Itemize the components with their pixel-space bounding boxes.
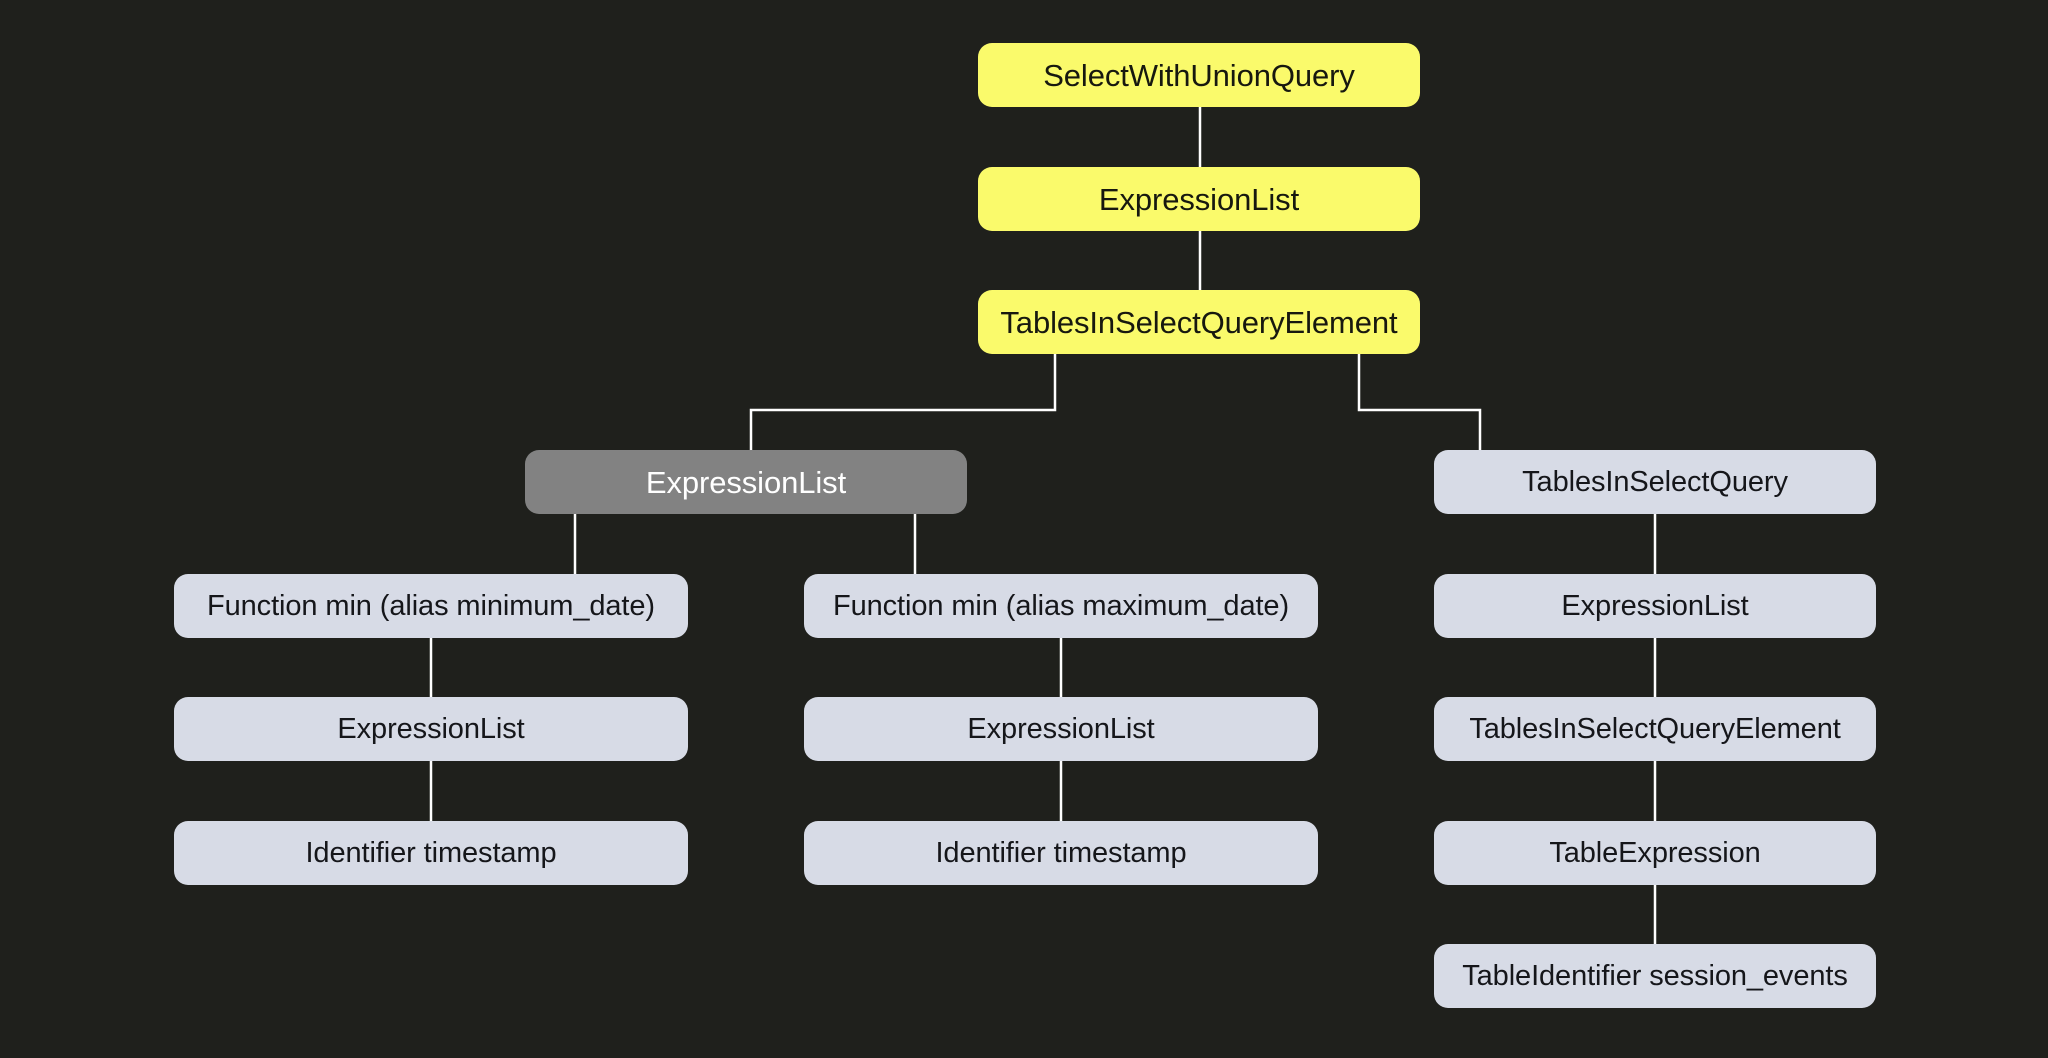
tree-node-n12[interactable]: Identifier timestamp [804, 821, 1318, 885]
tree-node-label: TablesInSelectQueryElement [1469, 712, 1841, 745]
tree-node-label: Function min (alias maximum_date) [832, 589, 1290, 622]
tree-node-n8[interactable]: ExpressionList [174, 697, 688, 761]
tree-node-n11[interactable]: Identifier timestamp [174, 821, 688, 885]
tree-node-label: SelectWithUnionQuery [1043, 57, 1355, 93]
tree-node-n13[interactable]: TableExpression [1434, 821, 1876, 885]
tree-node-label: TablesInSelectQueryElement [1000, 304, 1398, 340]
tree-node-label: TableIdentifier session_events [1462, 959, 1848, 992]
tree-node-label: ExpressionList [645, 464, 847, 500]
tree-node-n1[interactable]: ExpressionList [978, 167, 1420, 231]
tree-node-label: ExpressionList [967, 712, 1155, 745]
tree-node-label: Identifier timestamp [305, 836, 557, 869]
tree-node-label: ExpressionList [1561, 589, 1749, 622]
tree-node-label: ExpressionList [1098, 181, 1300, 217]
tree-node-n4[interactable]: TablesInSelectQuery [1434, 450, 1876, 514]
tree-node-n7[interactable]: ExpressionList [1434, 574, 1876, 638]
tree-node-label: Function min (alias minimum_date) [207, 589, 655, 622]
tree-node-label: ExpressionList [337, 712, 525, 745]
tree-node-n10[interactable]: TablesInSelectQueryElement [1434, 697, 1876, 761]
tree-node-n9[interactable]: ExpressionList [804, 697, 1318, 761]
tree-node-n14[interactable]: TableIdentifier session_events [1434, 944, 1876, 1008]
tree-node-label: Identifier timestamp [935, 836, 1187, 869]
tree-node-label: TableExpression [1549, 836, 1761, 869]
tree-node-n6[interactable]: Function min (alias maximum_date) [804, 574, 1318, 638]
tree-node-n2[interactable]: TablesInSelectQueryElement [978, 290, 1420, 354]
tree-node-n3[interactable]: ExpressionList [525, 450, 967, 514]
tree-node-n0[interactable]: SelectWithUnionQuery [978, 43, 1420, 107]
tree-node-label: TablesInSelectQuery [1522, 465, 1788, 498]
tree-node-n5[interactable]: Function min (alias minimum_date) [174, 574, 688, 638]
